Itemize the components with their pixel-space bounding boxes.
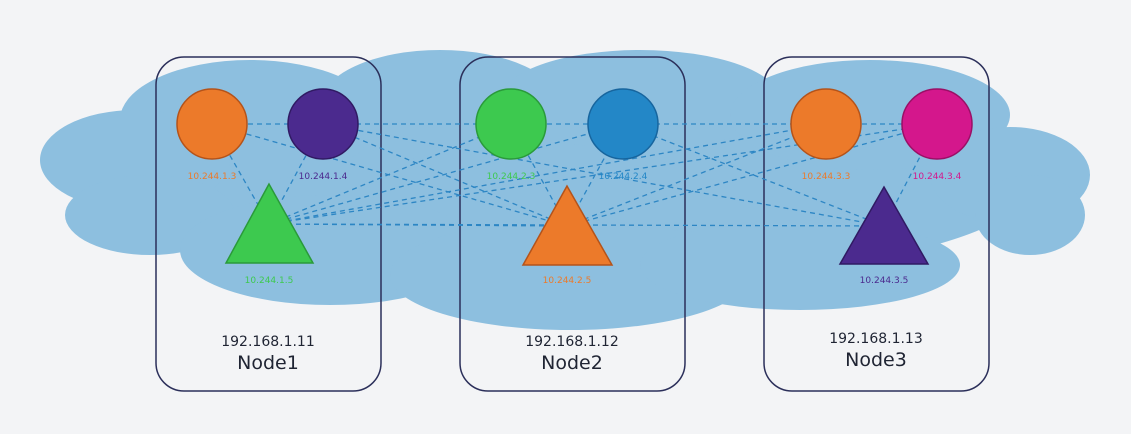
pod-ip-label: 10.244.2.5 bbox=[543, 276, 592, 286]
pod-ip-label: 10.244.1.5 bbox=[245, 276, 294, 286]
node-name-label: Node3 bbox=[845, 349, 907, 371]
node-box-node3 bbox=[763, 56, 990, 392]
node-ip-label: 192.168.1.12 bbox=[525, 334, 619, 350]
pod-circle bbox=[475, 88, 547, 160]
pod-circle bbox=[176, 88, 248, 160]
pod-circle bbox=[587, 88, 659, 160]
node2-pods: 10.244.2.3 10.244.2.4 10.244.2.5 bbox=[475, 88, 659, 286]
pod-link bbox=[211, 123, 568, 227]
pod-link bbox=[268, 123, 624, 225]
pod-ip-label: 10.244.1.4 bbox=[299, 172, 348, 182]
pod-triangle bbox=[224, 182, 315, 264]
node-name-label: Node1 bbox=[237, 352, 299, 374]
pod-triangle bbox=[838, 185, 930, 265]
pod-circle bbox=[901, 88, 973, 160]
node-ip-label: 192.168.1.13 bbox=[829, 331, 923, 347]
node-ip-label: 192.168.1.11 bbox=[221, 334, 315, 350]
pod-circle bbox=[287, 88, 359, 160]
pod-ip-label: 10.244.3.3 bbox=[802, 172, 851, 182]
pod-circle bbox=[790, 88, 862, 160]
pod-link bbox=[322, 123, 568, 227]
node3-pods: 10.244.3.3 10.244.3.4 10.244.3.5 bbox=[790, 88, 973, 286]
pod-link bbox=[622, 123, 885, 227]
node-name-label: Node2 bbox=[541, 352, 603, 374]
node1-pods: 10.244.1.3 10.244.1.4 10.244.1.5 bbox=[176, 88, 359, 286]
pod-triangle bbox=[521, 184, 614, 266]
pod-ip-label: 10.244.3.4 bbox=[913, 172, 962, 182]
pod-ip-label: 10.244.2.4 bbox=[599, 172, 648, 182]
pod-link bbox=[268, 123, 827, 225]
pod-link bbox=[268, 123, 512, 225]
pod-link bbox=[566, 123, 938, 227]
pod-ip-label: 10.244.2.3 bbox=[487, 172, 536, 182]
pod-ip-label: 10.244.3.5 bbox=[860, 276, 909, 286]
pod-ip-label: 10.244.1.3 bbox=[188, 172, 237, 182]
pod-link bbox=[566, 123, 827, 227]
